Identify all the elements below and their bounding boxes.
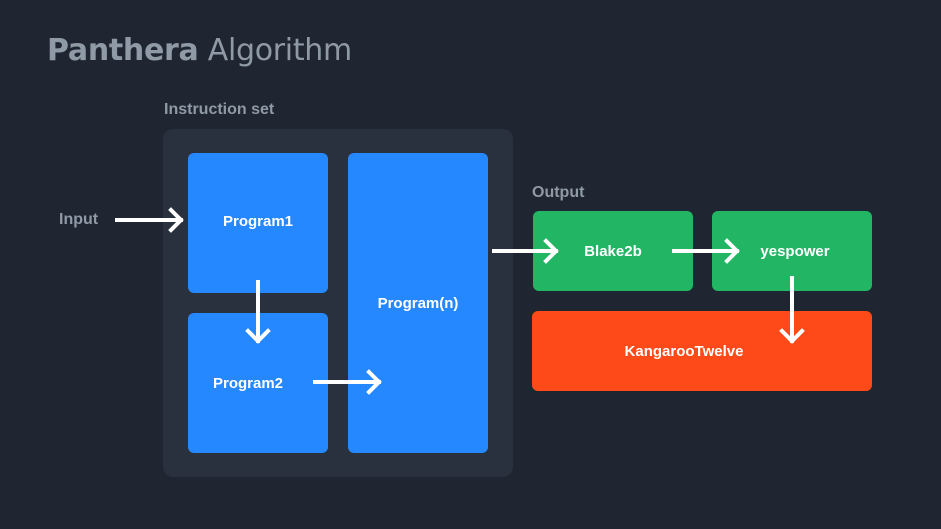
program1-box: Program1 — [188, 153, 328, 293]
program-n-label: Program(n) — [377, 294, 459, 312]
arrow-program1-to-program2 — [245, 280, 271, 344]
arrow-yespower-to-kangarootwelve — [779, 276, 805, 344]
program1-label: Program1 — [222, 212, 294, 230]
kangarootwelve-label: KangarooTwelve — [624, 342, 744, 360]
title-bold: Panthera — [47, 33, 199, 68]
yespower-label: yespower — [760, 242, 830, 260]
program2-label: Program2 — [212, 374, 284, 392]
blake2b-label: Blake2b — [584, 242, 642, 260]
page-title: Panthera Algorithm — [47, 33, 352, 68]
kangarootwelve-box: KangarooTwelve — [532, 311, 872, 391]
program-n-box: Program(n) — [348, 153, 488, 453]
blake2b-box: Blake2b — [533, 211, 693, 291]
instruction-set-label: Instruction set — [164, 101, 275, 118]
arrow-blake2b-to-yespower — [672, 238, 740, 264]
arrow-program2-to-program-n — [313, 369, 382, 395]
arrow-input-to-program1 — [115, 207, 184, 233]
title-regular: Algorithm — [207, 33, 353, 68]
arrow-instruction-set-to-blake2b — [492, 238, 559, 264]
output-label: Output — [532, 184, 585, 201]
input-label: Input — [59, 211, 99, 228]
